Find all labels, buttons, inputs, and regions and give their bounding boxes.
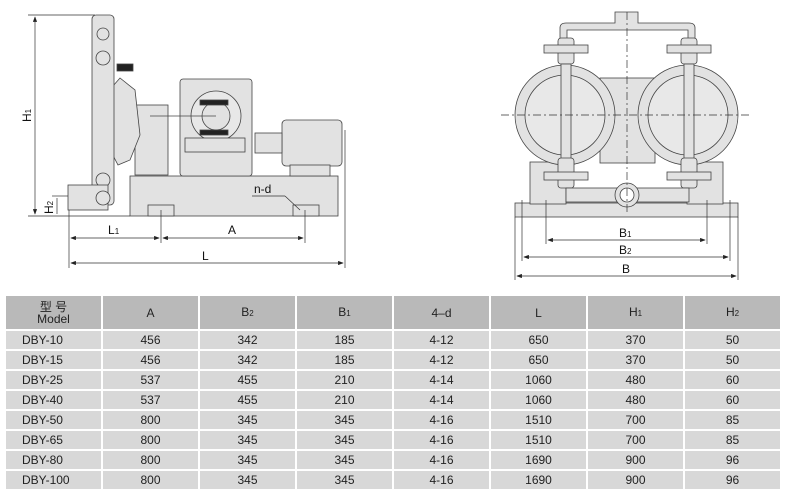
value-cell: 370 bbox=[586, 349, 685, 371]
label-b2: B2 bbox=[619, 243, 632, 257]
value-cell: 455 bbox=[198, 389, 297, 411]
label-a: A bbox=[228, 223, 236, 237]
value-cell: 1510 bbox=[489, 409, 588, 431]
model-cell: DBY-65 bbox=[4, 429, 103, 451]
header-a: A bbox=[101, 294, 200, 331]
value-cell: 537 bbox=[101, 389, 200, 411]
model-cell: DBY-100 bbox=[4, 469, 103, 491]
value-cell: 210 bbox=[295, 389, 394, 411]
front-dimensions bbox=[501, 12, 750, 280]
value-cell: 50 bbox=[683, 349, 782, 371]
value-cell: 455 bbox=[198, 369, 297, 391]
header-h2: H2 bbox=[683, 294, 782, 331]
value-cell: 96 bbox=[683, 449, 782, 471]
model-cell: DBY-10 bbox=[4, 329, 103, 351]
header-b2: B2 bbox=[198, 294, 297, 331]
value-cell: 185 bbox=[295, 329, 394, 351]
pump-dimension-drawing: H1 H2 n-d L1 A L B1 B2 bbox=[20, 11, 750, 280]
value-cell: 900 bbox=[586, 469, 685, 491]
label-l1: L1 bbox=[108, 223, 120, 237]
value-cell: 85 bbox=[683, 429, 782, 451]
value-cell: 1060 bbox=[489, 369, 588, 391]
value-cell: 650 bbox=[489, 349, 588, 371]
value-cell: 800 bbox=[101, 469, 200, 491]
value-cell: 4-16 bbox=[392, 469, 491, 491]
value-cell: 456 bbox=[101, 329, 200, 351]
header-b1: B1 bbox=[295, 294, 394, 331]
value-cell: 480 bbox=[586, 369, 685, 391]
model-cn: 型 号 bbox=[39, 299, 68, 314]
label-b: B bbox=[622, 262, 630, 276]
side-dimensions bbox=[28, 14, 346, 268]
value-cell: 900 bbox=[586, 449, 685, 471]
value-cell: 480 bbox=[586, 389, 685, 411]
value-cell: 345 bbox=[295, 449, 394, 471]
value-cell: 700 bbox=[586, 409, 685, 431]
value-cell: 96 bbox=[683, 469, 782, 491]
value-cell: 370 bbox=[586, 329, 685, 351]
header-l: L bbox=[489, 294, 588, 331]
value-cell: 4-16 bbox=[392, 409, 491, 431]
value-cell: 1060 bbox=[489, 389, 588, 411]
value-cell: 4-16 bbox=[392, 449, 491, 471]
value-cell: 700 bbox=[586, 429, 685, 451]
value-cell: 60 bbox=[683, 369, 782, 391]
value-cell: 4-14 bbox=[392, 369, 491, 391]
value-cell: 345 bbox=[198, 409, 297, 431]
value-cell: 85 bbox=[683, 409, 782, 431]
value-cell: 1690 bbox=[489, 469, 588, 491]
model-en: Model bbox=[37, 311, 70, 326]
label-l: L bbox=[202, 249, 209, 263]
value-cell: 50 bbox=[683, 329, 782, 351]
label-b1: B1 bbox=[619, 226, 632, 240]
model-cell: DBY-25 bbox=[4, 369, 103, 391]
value-cell: 345 bbox=[295, 429, 394, 451]
value-cell: 650 bbox=[489, 329, 588, 351]
header-h1: H1 bbox=[586, 294, 685, 331]
value-cell: 800 bbox=[101, 449, 200, 471]
label-h2: H2 bbox=[42, 200, 56, 214]
label-n-d: n-d bbox=[254, 182, 271, 196]
value-cell: 537 bbox=[101, 369, 200, 391]
value-cell: 342 bbox=[198, 329, 297, 351]
value-cell: 800 bbox=[101, 409, 200, 431]
value-cell: 1690 bbox=[489, 449, 588, 471]
model-cell: DBY-40 bbox=[4, 389, 103, 411]
value-cell: 4-14 bbox=[392, 389, 491, 411]
value-cell: 345 bbox=[198, 429, 297, 451]
value-cell: 345 bbox=[295, 409, 394, 431]
model-cell: DBY-15 bbox=[4, 349, 103, 371]
value-cell: 4-12 bbox=[392, 329, 491, 351]
front-view bbox=[514, 11, 739, 218]
value-cell: 456 bbox=[101, 349, 200, 371]
model-cell: DBY-80 bbox=[4, 449, 103, 471]
value-cell: 210 bbox=[295, 369, 394, 391]
header-4-d: 4–d bbox=[392, 294, 491, 331]
value-cell: 60 bbox=[683, 389, 782, 411]
side-view bbox=[67, 14, 343, 217]
value-cell: 185 bbox=[295, 349, 394, 371]
value-cell: 342 bbox=[198, 349, 297, 371]
value-cell: 4-12 bbox=[392, 349, 491, 371]
model-cell: DBY-50 bbox=[4, 409, 103, 431]
value-cell: 345 bbox=[198, 449, 297, 471]
value-cell: 345 bbox=[198, 469, 297, 491]
value-cell: 4-16 bbox=[392, 429, 491, 451]
value-cell: 345 bbox=[295, 469, 394, 491]
label-h1: H1 bbox=[20, 108, 34, 122]
value-cell: 800 bbox=[101, 429, 200, 451]
value-cell: 1510 bbox=[489, 429, 588, 451]
